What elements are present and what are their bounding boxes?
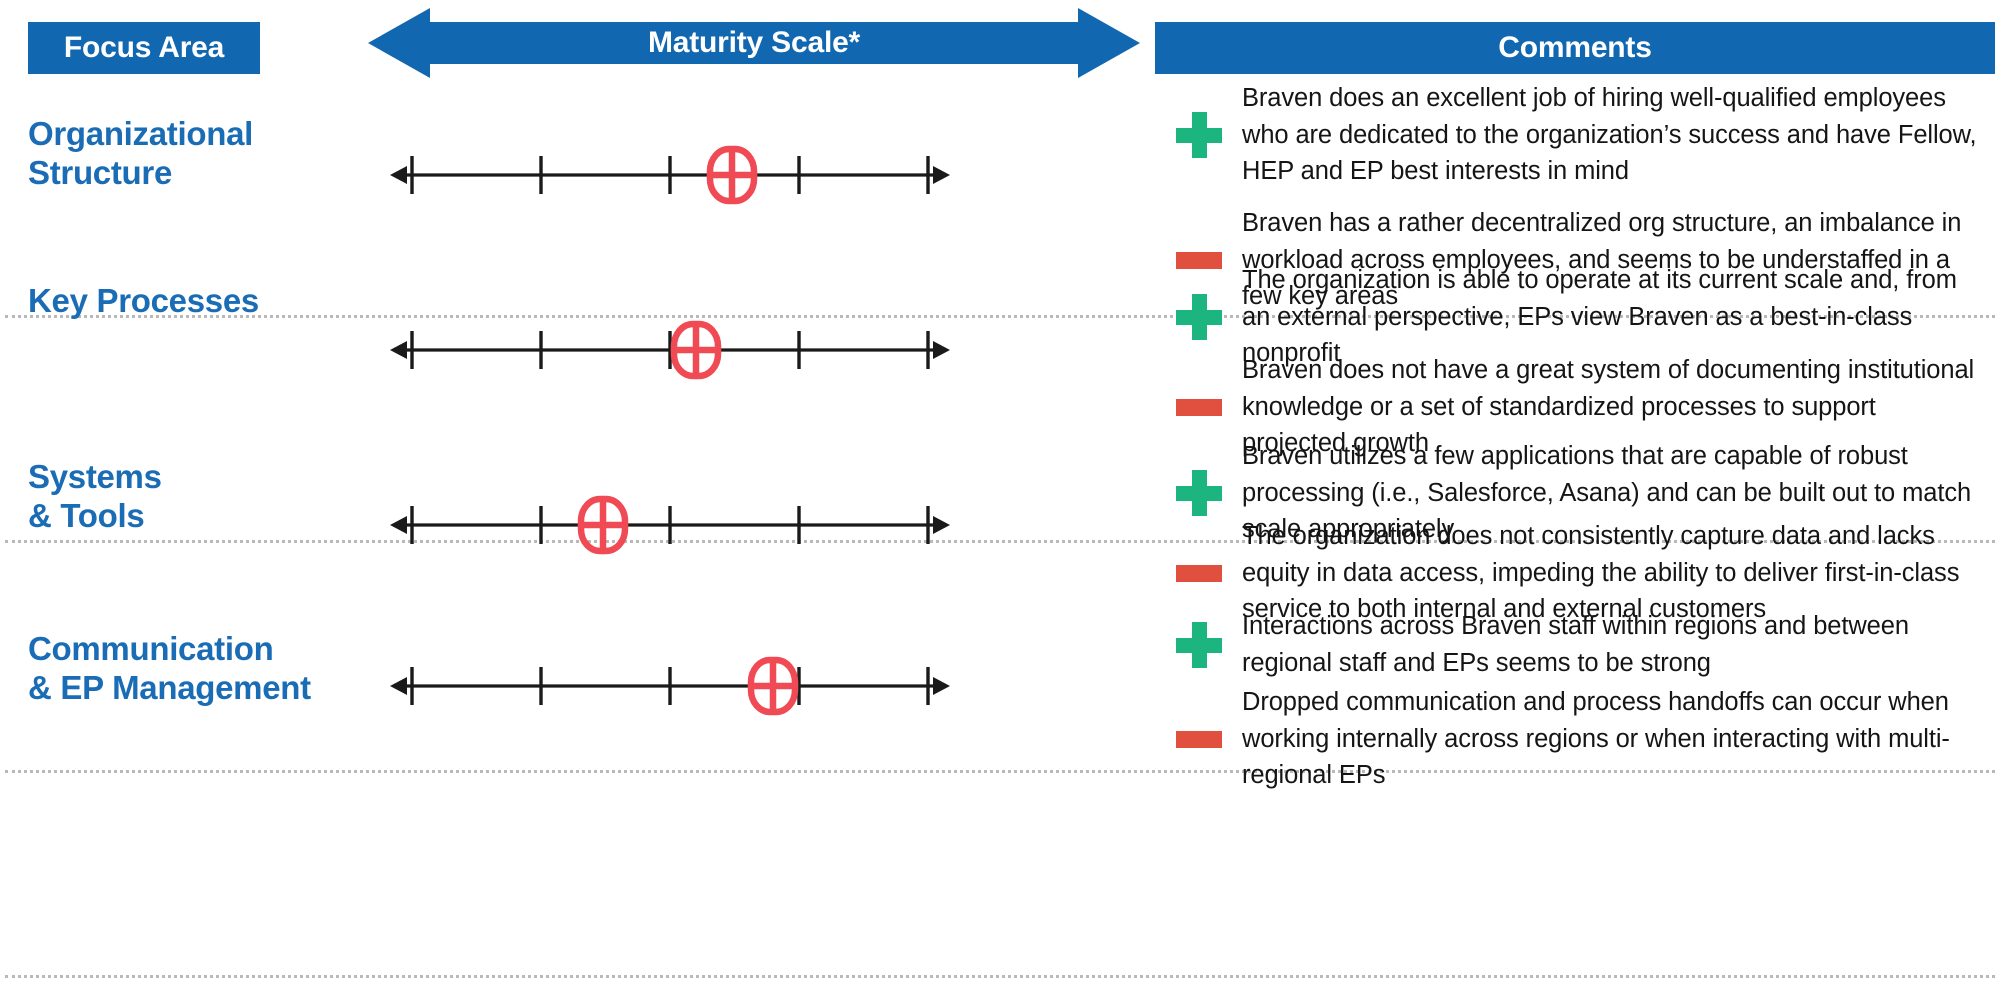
minus-icon bbox=[1176, 730, 1222, 748]
negative-comment: Braven does not have a great system of d… bbox=[1176, 352, 1986, 462]
focus-area-column-header: Focus Area bbox=[28, 22, 260, 74]
comment-icon-slot bbox=[1176, 470, 1242, 517]
positive-comment: Interactions across Braven staff within … bbox=[1176, 608, 1986, 681]
plus-icon bbox=[1176, 112, 1222, 159]
comment-text: Braven has a rather decentralized org st… bbox=[1242, 209, 1962, 311]
row-divider bbox=[5, 975, 1995, 978]
negative-comment: Braven has a rather decentralized org st… bbox=[1176, 205, 1986, 315]
focus-area-label-line2: & EP Management bbox=[28, 668, 311, 706]
plus-icon bbox=[1176, 294, 1222, 341]
negative-comment: Dropped communication and process handof… bbox=[1176, 684, 1986, 794]
comment-icon-slot bbox=[1176, 398, 1242, 416]
focus-area-label: Systems& Tools bbox=[28, 458, 358, 536]
positive-comment: The organization is able to operate at i… bbox=[1176, 262, 1986, 372]
focus-area-label-line1: Systems bbox=[28, 458, 162, 495]
comment-icon-slot bbox=[1176, 564, 1242, 582]
comment-icon-slot bbox=[1176, 730, 1242, 748]
double-arrow-icon bbox=[368, 8, 1140, 78]
maturity-scale-column-header: Maturity Scale* bbox=[368, 8, 1140, 78]
minus-icon bbox=[1176, 251, 1222, 269]
comment-icon-slot bbox=[1176, 112, 1242, 159]
focus-area-label-line1: Communication bbox=[28, 630, 274, 667]
comment-icon-slot bbox=[1176, 294, 1242, 341]
comment-text: Braven utilizes a few applications that … bbox=[1242, 442, 1972, 544]
comment-text: The organization is able to operate at i… bbox=[1242, 266, 1957, 368]
plus-icon bbox=[1176, 621, 1222, 668]
focus-area-label: Communication& EP Management bbox=[28, 630, 358, 708]
focus-area-label-line1: Key Processes bbox=[28, 282, 259, 319]
maturity-scale-axis bbox=[390, 495, 950, 555]
matrix-header-row: Focus Area Maturity Scale* Comments bbox=[0, 0, 2000, 78]
comment-text: Dropped communication and process handof… bbox=[1242, 688, 1950, 790]
comments-column-header: Comments bbox=[1155, 22, 1995, 74]
maturity-scale-axis bbox=[390, 656, 950, 716]
maturity-scale-axis bbox=[390, 145, 950, 205]
minus-icon bbox=[1176, 398, 1222, 416]
maturity-target-icon[interactable] bbox=[573, 495, 633, 555]
focus-area-label-line2: & Tools bbox=[28, 496, 145, 534]
row-divider bbox=[5, 770, 1995, 773]
comment-text: Braven does not have a great system of d… bbox=[1242, 356, 1975, 458]
focus-area-label-line1: Organizational bbox=[28, 115, 253, 152]
focus-area-label-line2: Structure bbox=[28, 153, 172, 191]
maturity-target-icon[interactable] bbox=[702, 145, 762, 205]
comment-text: The organization does not consistently c… bbox=[1242, 522, 1960, 624]
maturity-target-icon[interactable] bbox=[666, 320, 726, 380]
row-divider bbox=[5, 315, 1995, 318]
plus-icon bbox=[1176, 470, 1222, 517]
comment-text: Interactions across Braven staff within … bbox=[1242, 612, 1909, 677]
maturity-scale-axis bbox=[390, 320, 950, 380]
positive-comment: Braven does an excellent job of hiring w… bbox=[1176, 80, 1986, 190]
comment-text: Braven does an excellent job of hiring w… bbox=[1242, 84, 1977, 186]
maturity-target-icon[interactable] bbox=[743, 656, 803, 716]
focus-area-label: Key Processes bbox=[28, 282, 358, 321]
row-divider bbox=[5, 540, 1995, 543]
comment-icon-slot bbox=[1176, 621, 1242, 668]
minus-icon bbox=[1176, 564, 1222, 582]
positive-comment: Braven utilizes a few applications that … bbox=[1176, 438, 1986, 548]
negative-comment: The organization does not consistently c… bbox=[1176, 518, 1986, 628]
comment-icon-slot bbox=[1176, 251, 1242, 269]
